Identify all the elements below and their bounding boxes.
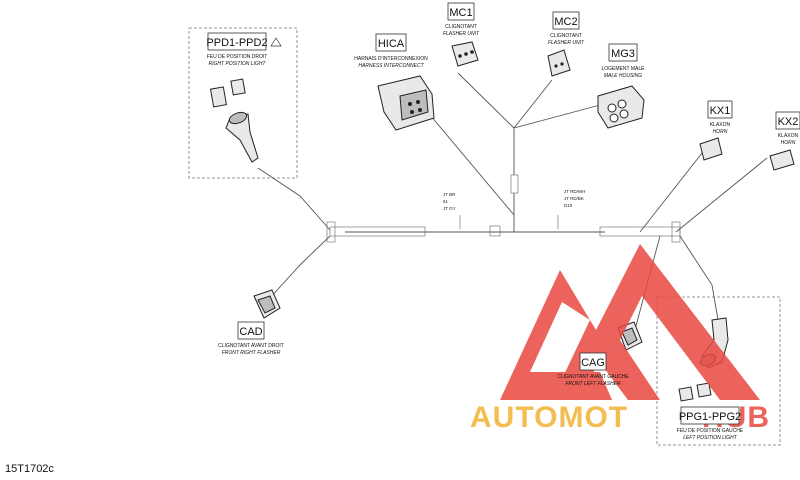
label-mc2-box [552,11,580,30]
label-kx1-en: HORN [713,129,728,135]
label-kx1-box [707,100,733,119]
label-kx2-en: HORN [781,140,796,146]
warning-triangle-icon [270,37,282,47]
wire-label-right: JT RD/WH JT RD/BK D10 [564,189,585,208]
ppd-parts [209,78,259,163]
hica-connector-icon [377,75,435,131]
label-cag-fr: CLIGNOTANT AVANT GAUCHE [557,374,629,380]
figure-id: 15T1702c [5,463,54,475]
kx1-terminal-icon [699,137,723,161]
label-hica-code: HICA [378,38,405,50]
ppg-frame [656,296,781,446]
wire-label-left-line-1: JT BR [443,192,456,197]
label-mc1-code: MC1 [449,7,472,19]
label-hica-box [375,33,407,52]
label-mg3-box [608,43,638,62]
label-cag-en: FRONT LEFT FLASHER [565,381,621,387]
label-cad: CAD CLIGNOTANT AVANT DROIT FRONT RIGHT F… [218,321,284,356]
label-cag-code: CAG [581,357,605,369]
label-ppd-box [207,32,267,51]
label-mg3-fr: LOGEMENT MALE [602,66,646,72]
label-mc2-code: MC2 [554,16,577,28]
label-hica: HICA HARNAIS D'INTERCONNEXION HARNESS IN… [354,33,428,69]
watermark-text-left: AUTOMOT [470,401,628,434]
label-ppd: PPD1-PPD2 FEU DE POSITION DROIT RIGHT PO… [206,32,282,67]
label-ppg: PPG1-PPG2 FEU DE POSITION GAUCHE LEFT PO… [677,406,744,441]
label-mg3-code: MG3 [611,48,635,60]
ppd-plug-icon [209,86,228,108]
label-cag-box [579,352,607,371]
label-ppg-fr: FEU DE POSITION GAUCHE [677,428,744,434]
label-kx2: KX2 KLAXON HORN [775,111,800,146]
ppg-bulb-socket-icon [678,386,694,402]
label-ppg-en: LEFT POSITION LIGHT [683,435,738,441]
label-mc1: MC1 CLIGNOTANT FLASHER UNIT [443,2,480,37]
ppd-frame [188,27,298,179]
main-harness [326,174,681,243]
label-kx1-fr: KLAXON [710,122,731,128]
label-mg3: MG3 LOGEMENT MALE MALE HOUSING [602,43,646,79]
label-mc1-box [447,2,475,21]
label-hica-fr: HARNAIS D'INTERCONNEXION [354,56,428,62]
label-cad-en: FRONT RIGHT FLASHER [222,350,281,356]
label-cad-fr: CLIGNOTANT AVANT DROIT [218,343,284,349]
label-ppd-fr: FEU DE POSITION DROIT [207,54,268,60]
label-ppg-code: PPG1-PPG2 [679,411,741,423]
label-kx2-fr: KLAXON [778,133,799,139]
label-hica-en: HARNESS INTERCONNECT [358,63,424,69]
ppg-plug-icon [696,382,712,398]
wire-label-right-line-3: D10 [564,203,573,208]
mc2-connector-icon [547,49,571,77]
label-ppg-box [680,406,740,425]
cad-connector-icon [253,289,281,319]
label-mc2-en: FLASHER UNIT [548,40,585,46]
ppd-light-socket-icon [225,113,259,163]
mc1-connector-icon [451,41,479,67]
label-ppd-code: PPD1-PPD2 [206,37,267,49]
label-cag: CAG CLIGNOTANT AVANT GAUCHE FRONT LEFT F… [557,352,629,387]
label-kx1-code: KX1 [710,105,731,117]
label-kx1: KX1 KLAXON HORN [707,100,733,135]
label-mc1-fr: CLIGNOTANT [445,24,477,30]
label-ppd-en: RIGHT POSITION LIGHT [209,61,267,67]
label-kx2-box [775,111,800,130]
label-cad-box [237,321,265,340]
label-mc2: MC2 CLIGNOTANT FLASHER UNIT [548,11,585,46]
label-mg3-en: MALE HOUSING [604,73,642,79]
wire-label-left: JT BR 61 JT GY [443,192,456,211]
label-kx2-code: KX2 [778,116,799,128]
label-cad-code: CAD [239,326,262,338]
wire-label-left-line-2: 61 [443,199,449,204]
watermark-logo-icon [500,244,760,400]
wire-label-right-line-2: JT RD/BK [564,196,584,201]
label-mc2-fr: CLIGNOTANT [550,33,582,39]
label-mc1-en: FLASHER UNIT [443,31,480,37]
branch-wires [257,72,768,327]
wire-label-left-line-3: JT GY [443,206,456,211]
kx2-terminal-icon [769,149,795,171]
wire-label-right-line-1: JT RD/WH [564,189,585,194]
ppd-bulb-socket-icon [230,78,246,96]
mg3-connector-icon [597,85,645,129]
